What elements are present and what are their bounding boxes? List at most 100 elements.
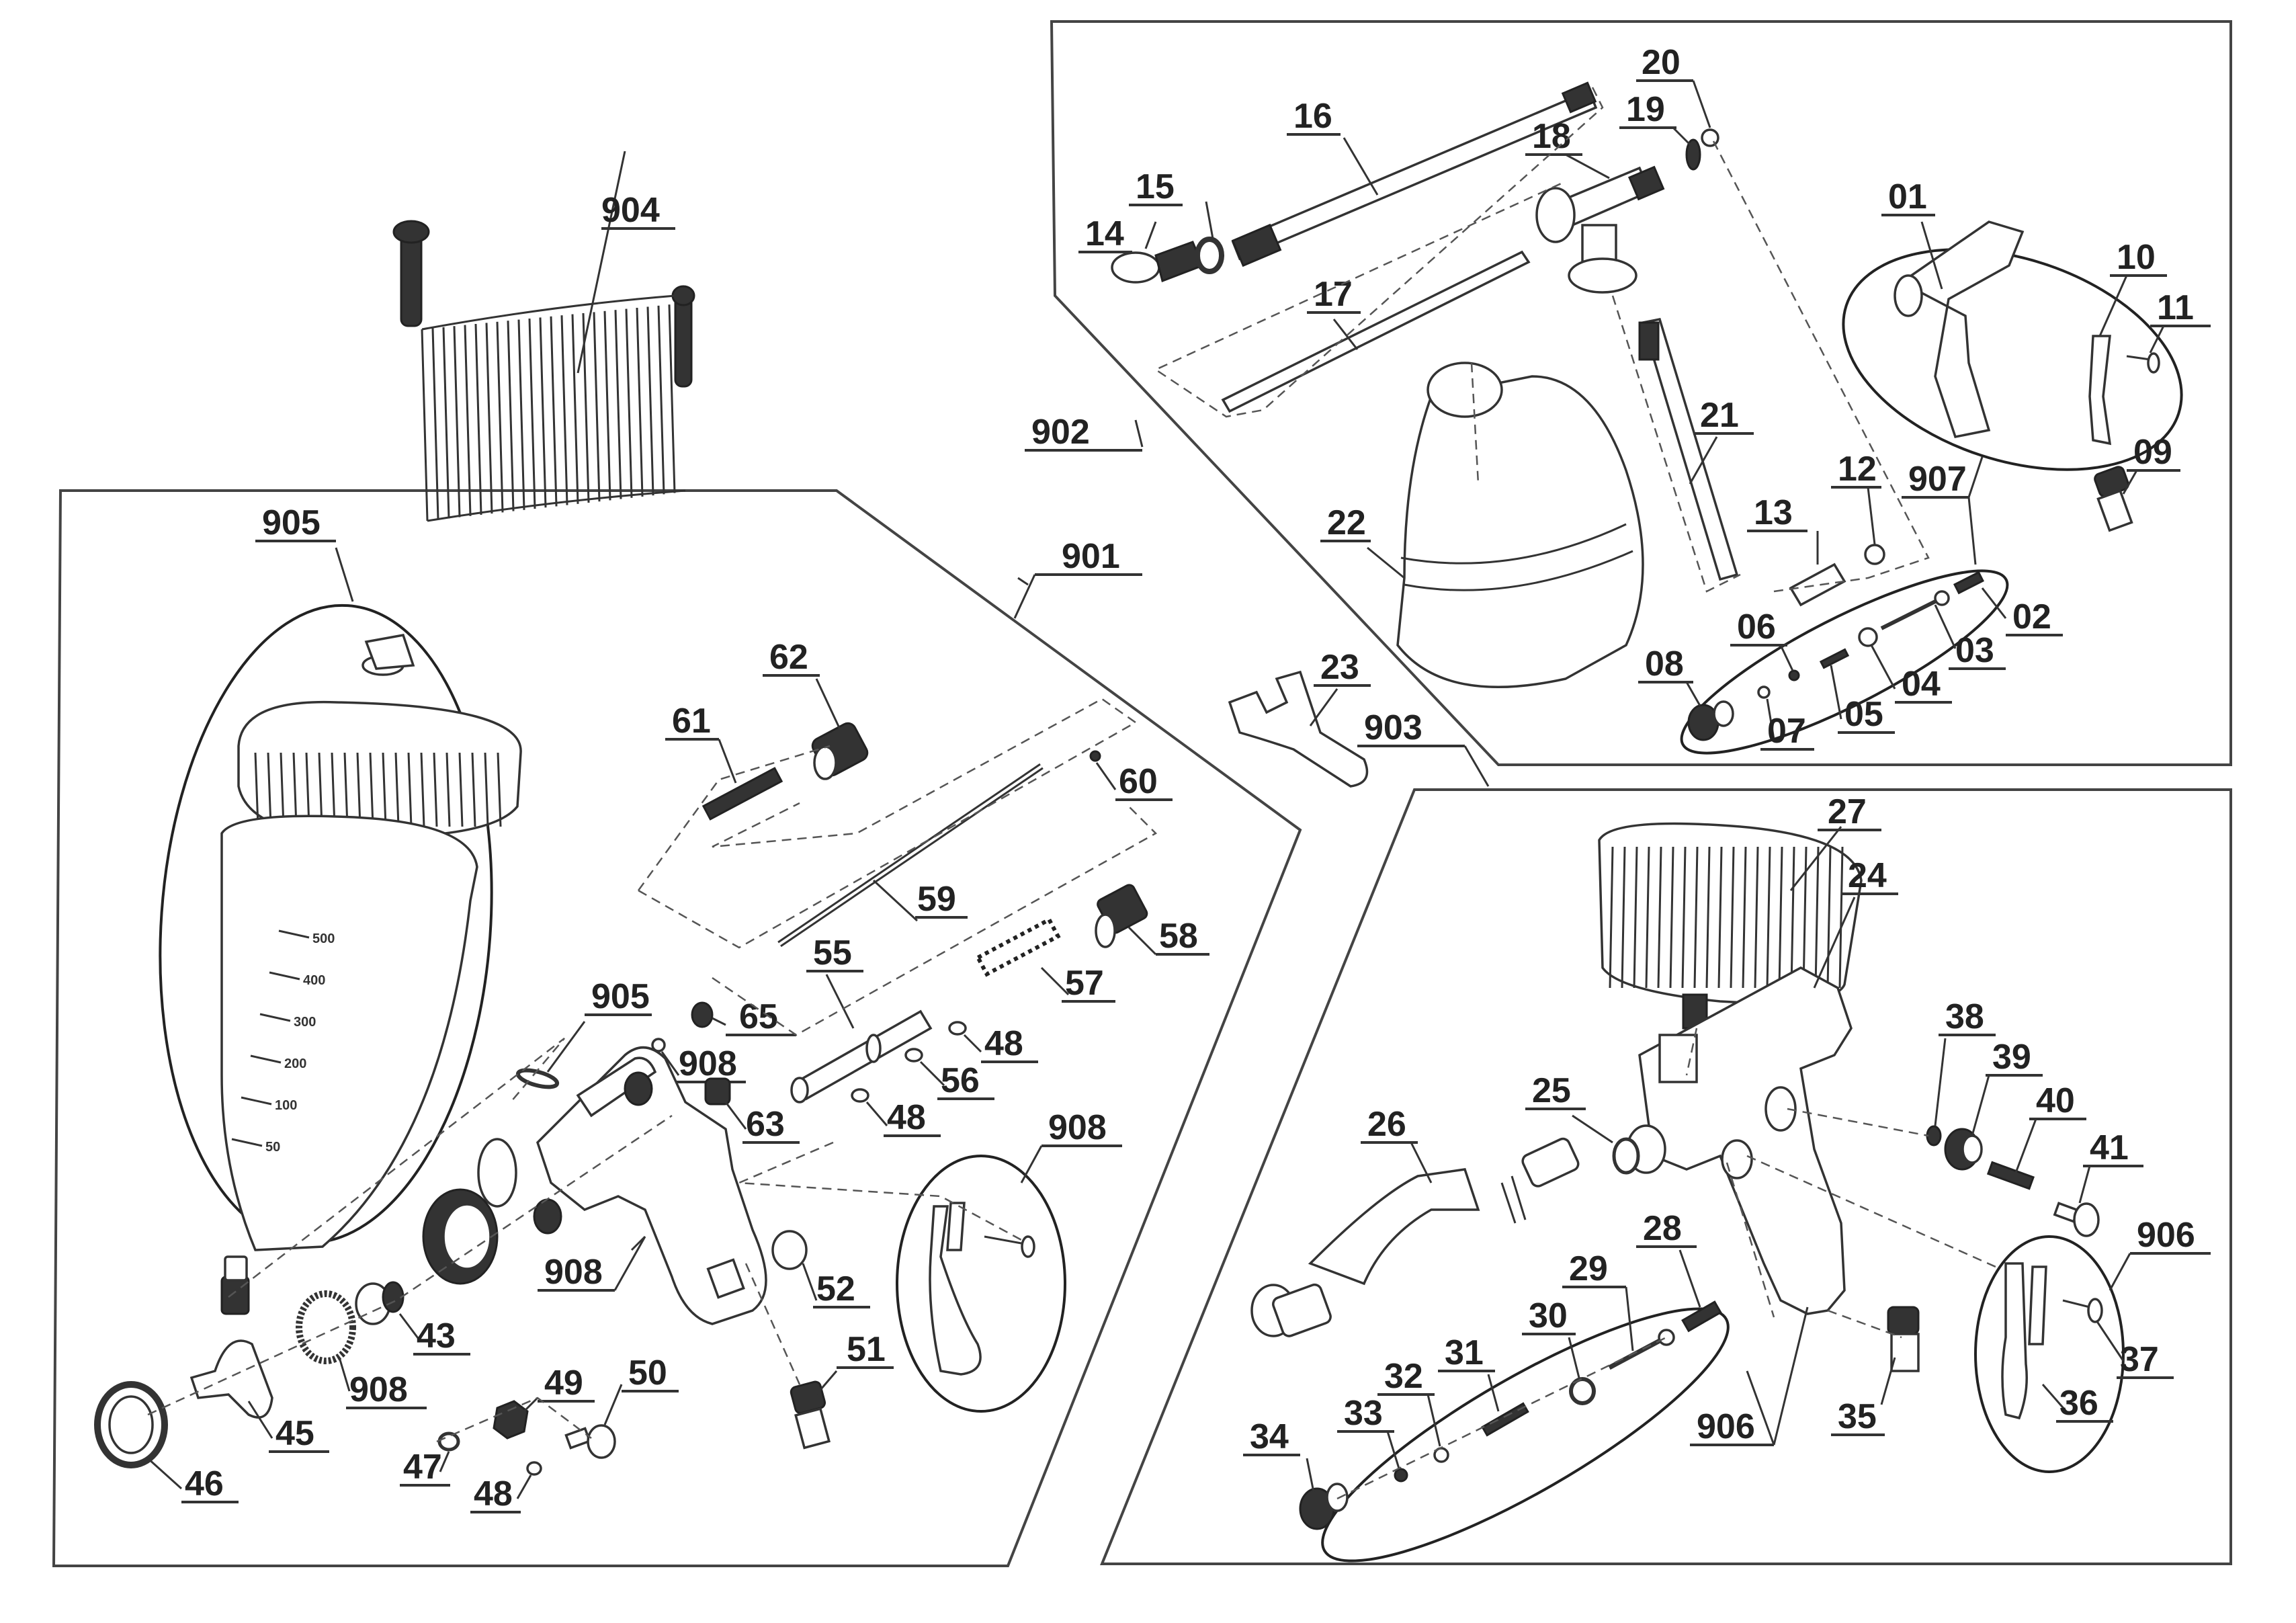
label-04: 04 xyxy=(1902,665,1941,704)
part-46-retaining-ring xyxy=(94,1381,168,1468)
label-32: 32 xyxy=(1384,1357,1423,1396)
hose-coil-loop xyxy=(453,326,461,517)
hose-coil-loop xyxy=(603,310,611,501)
part-63-nut xyxy=(704,1077,731,1106)
lid-ridge xyxy=(254,752,259,827)
lid-ridge xyxy=(497,752,502,827)
label-48-a: 48 xyxy=(984,1024,1023,1063)
label-902: 902 xyxy=(1031,413,1090,452)
part-47-o-ring xyxy=(437,1431,460,1452)
label-60: 60 xyxy=(1119,762,1158,801)
part-905-gasket xyxy=(515,1068,560,1089)
label-38: 38 xyxy=(1945,997,1984,1036)
hose-coil-loop xyxy=(464,325,472,516)
lid-ridge xyxy=(331,752,336,827)
label-46: 46 xyxy=(185,1464,224,1503)
part-17-rod xyxy=(1221,250,1531,413)
lid-ridge xyxy=(1838,846,1844,989)
lid-ridge xyxy=(407,752,413,827)
group-907-valve-ellipse xyxy=(1680,569,2009,755)
part-62-knob xyxy=(811,722,869,780)
hose-coil-loop xyxy=(517,319,525,510)
part-28-spring xyxy=(1681,1300,1722,1333)
lid-ridge xyxy=(1645,846,1650,989)
hose-coil-loop xyxy=(646,306,654,496)
graduation-label: 100 xyxy=(275,1098,297,1113)
label-15: 15 xyxy=(1136,167,1175,206)
label-05: 05 xyxy=(1844,695,1883,734)
label-09: 09 xyxy=(2133,433,2172,472)
label-61: 61 xyxy=(672,702,711,741)
label-50: 50 xyxy=(628,1354,667,1392)
label-908-b: 908 xyxy=(544,1253,603,1292)
group-906-trigger-ellipse xyxy=(1974,1235,2125,1473)
label-16: 16 xyxy=(1293,97,1332,136)
hose-coil-loop xyxy=(657,305,665,495)
part-12-washer xyxy=(1864,544,1885,565)
label-908-d: 908 xyxy=(349,1370,408,1409)
lid-ridge xyxy=(305,752,310,827)
part-48-o-ring-a xyxy=(948,1021,967,1036)
graduation-label: 400 xyxy=(303,973,325,988)
part-23-wrench xyxy=(1228,670,1369,788)
lid-ridge xyxy=(445,752,451,827)
label-25: 25 xyxy=(1532,1071,1571,1110)
lid-ridge xyxy=(318,752,323,827)
lid-ridge xyxy=(1657,846,1662,989)
part-05-spring xyxy=(1819,648,1850,669)
graduation-label: 300 xyxy=(294,1015,316,1030)
hose-coil-loop xyxy=(485,323,493,514)
part-24-gun-body xyxy=(1626,966,1853,1315)
label-57: 57 xyxy=(1065,964,1104,1003)
graduation-tick xyxy=(269,971,300,981)
graduation-tick xyxy=(250,1054,282,1064)
label-59: 59 xyxy=(917,880,956,919)
part-908-pin xyxy=(984,1235,1035,1258)
label-45: 45 xyxy=(275,1414,314,1453)
graduation-label: 200 xyxy=(284,1056,306,1071)
part-13-nozzle-tip xyxy=(1789,563,1846,607)
label-29: 29 xyxy=(1569,1249,1608,1288)
label-28: 28 xyxy=(1643,1209,1682,1248)
part-01-gun-body xyxy=(1894,220,2025,439)
hose-coil-loop xyxy=(625,308,633,498)
part-52-cap xyxy=(771,1230,808,1270)
lid-ridge xyxy=(1669,846,1674,989)
part-48-o-ring-b xyxy=(851,1088,869,1103)
part-905-paint-cup xyxy=(220,634,522,1315)
part-20-seal xyxy=(1701,128,1719,147)
lid-ridge xyxy=(1826,846,1832,989)
group-908-trigger-ellipse xyxy=(896,1155,1066,1413)
label-55: 55 xyxy=(813,933,852,972)
part-51-air-connector xyxy=(790,1380,831,1450)
part-07-washer xyxy=(1757,685,1771,699)
lid-ridge xyxy=(433,752,438,827)
label-26: 26 xyxy=(1367,1105,1406,1144)
label-23: 23 xyxy=(1320,648,1359,687)
part-49-hex-nut xyxy=(493,1400,529,1440)
label-35: 35 xyxy=(1838,1397,1877,1436)
part-38-washer xyxy=(1926,1125,1942,1147)
part-60-o-ring xyxy=(1089,750,1101,762)
part-25-seal xyxy=(1612,1137,1640,1175)
label-56: 56 xyxy=(941,1061,980,1100)
part-45-air-cap xyxy=(189,1339,273,1419)
part-31-spring xyxy=(1481,1402,1529,1437)
hose-coil-loop xyxy=(571,314,579,504)
label-19: 19 xyxy=(1626,90,1665,129)
part-09-air-connector xyxy=(2094,466,2133,532)
label-51: 51 xyxy=(847,1330,886,1369)
part-34-cap xyxy=(1299,1483,1349,1530)
label-62: 62 xyxy=(769,638,808,677)
lid-ridge xyxy=(1814,846,1820,989)
graduation-tick xyxy=(231,1138,263,1147)
hose-coil-loop xyxy=(507,321,515,511)
part-61-spring xyxy=(701,767,783,821)
lid-ridge xyxy=(1705,846,1711,989)
label-36: 36 xyxy=(2059,1384,2098,1423)
part-10-trigger xyxy=(2088,335,2112,446)
part-27-cup-lid xyxy=(1598,822,1863,1030)
part-16-tube xyxy=(1231,81,1598,267)
lid-ridge xyxy=(382,752,387,827)
hose-coil-loop xyxy=(442,327,450,519)
